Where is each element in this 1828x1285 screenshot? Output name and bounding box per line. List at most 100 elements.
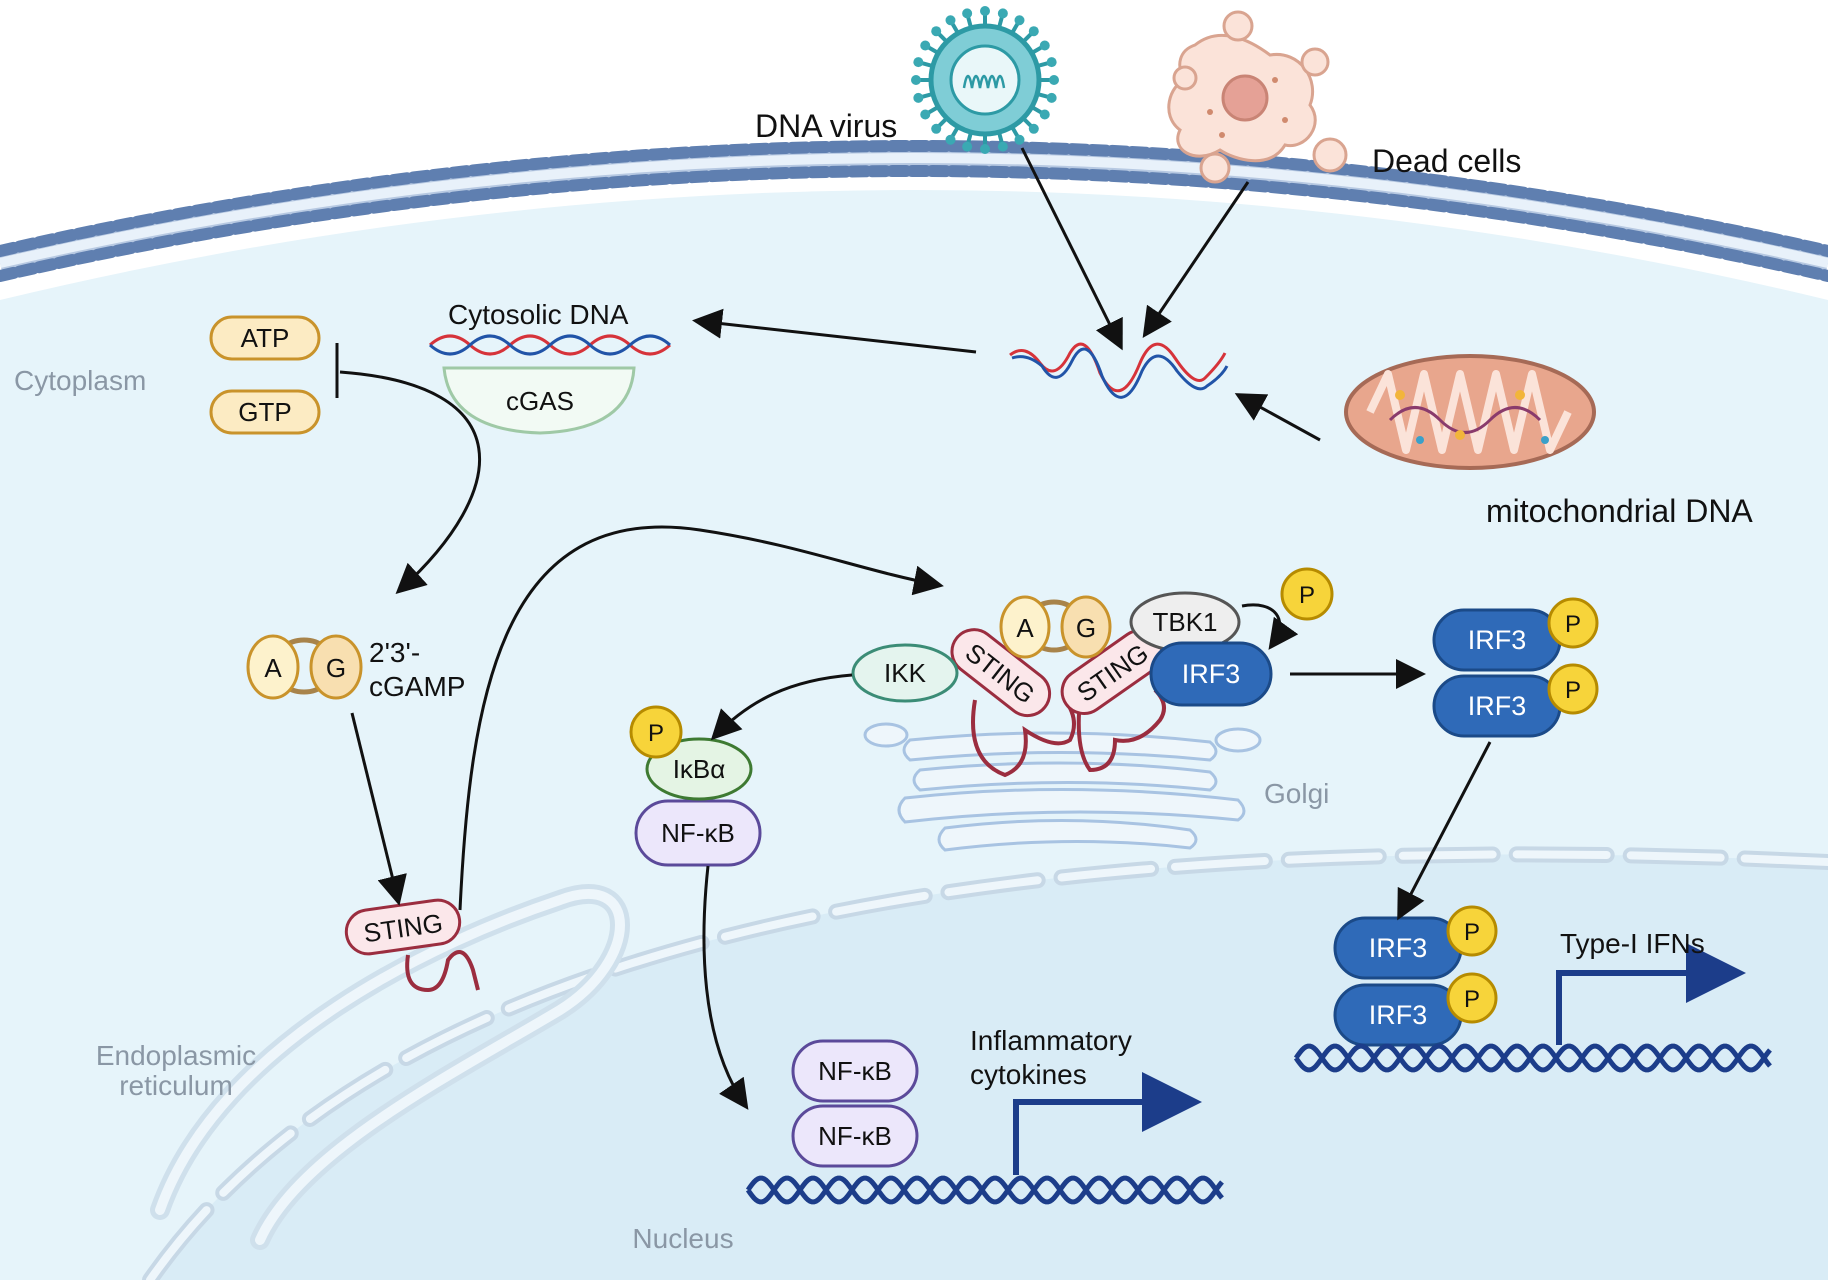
irf3-nuc-bottom-label: IRF3 bbox=[1369, 1000, 1428, 1030]
virus-spike-tip bbox=[1028, 123, 1039, 134]
tbk1-label: TBK1 bbox=[1152, 607, 1217, 637]
virus-spike-tip bbox=[980, 144, 990, 154]
virus-spike-tip bbox=[1014, 134, 1025, 145]
phosphate-tbk1: P bbox=[1280, 567, 1334, 621]
virus-to-dna-arrow bbox=[1020, 147, 1123, 351]
deadcells-to-dna-arrow bbox=[1142, 181, 1250, 338]
virus-spike-tip bbox=[920, 109, 931, 120]
gtp-label: GTP bbox=[238, 397, 291, 427]
cgas-label: cGAS bbox=[506, 386, 574, 416]
nfkb-dimer-nucleus: NF-κB NF-κB bbox=[791, 1039, 919, 1168]
virus-spike-tip bbox=[911, 75, 921, 85]
virus-spike-tip bbox=[1046, 57, 1057, 68]
gtp-molecule: GTP bbox=[209, 389, 321, 435]
sting-to-golgi-arrow bbox=[458, 525, 944, 911]
virus-spike-tip bbox=[945, 134, 956, 145]
inflammatory-transcription-arrow bbox=[1013, 1072, 1202, 1175]
atp-molecule: ATP bbox=[209, 315, 321, 361]
cgamp-to-sting-arrow bbox=[350, 712, 407, 906]
cgas-to-cgamp-arrow bbox=[339, 370, 481, 595]
ikba-p-label: P bbox=[648, 720, 664, 747]
irf3-protein-golgi: IRF3 bbox=[1149, 641, 1273, 707]
cytoplasm-label: Cytoplasm bbox=[14, 365, 146, 396]
dna-to-cgas-arrow bbox=[692, 308, 977, 354]
atp-label: ATP bbox=[241, 323, 290, 353]
ikk-to-ikba-arrow bbox=[710, 673, 853, 741]
irf3-nuc-top-p-label: P bbox=[1464, 919, 1480, 946]
cytosolic-dna-fragment bbox=[1009, 342, 1229, 399]
virus-spike-tip bbox=[1039, 109, 1050, 120]
nfkb-nuc-top-label: NF-κB bbox=[818, 1056, 892, 1086]
mitochondrial-dna-label: mitochondrial DNA bbox=[1486, 493, 1753, 529]
ikba-label: IκBα bbox=[673, 754, 726, 784]
cgamp-label-line2: cGAMP bbox=[369, 671, 465, 702]
golgi-cgamp-a-label: A bbox=[1016, 613, 1034, 643]
virus-spike-tip bbox=[931, 26, 942, 37]
irf3-nuc-top-label: IRF3 bbox=[1369, 933, 1428, 963]
dead-cell-icon bbox=[1167, 10, 1348, 184]
cgamp-molecule: A G bbox=[246, 634, 363, 700]
inflammatory-label-line2: cytokines bbox=[970, 1059, 1087, 1090]
virus-spike-tip bbox=[1014, 15, 1025, 26]
dna-virus-label: DNA virus bbox=[755, 108, 897, 144]
golgi-cgamp-g-label: G bbox=[1076, 613, 1096, 643]
virus-spike-tip bbox=[962, 8, 973, 19]
virus-spike-tip bbox=[1046, 92, 1057, 103]
virus-spike-tip bbox=[931, 123, 942, 134]
irf3-cyto-top-p-label: P bbox=[1565, 611, 1581, 638]
virus-spike-tip bbox=[997, 8, 1008, 19]
cgamp-a-label: A bbox=[264, 653, 282, 683]
virus-spike-tip bbox=[1039, 40, 1050, 51]
golgi-apparatus bbox=[863, 722, 1262, 852]
virus-spike-tip bbox=[962, 141, 973, 152]
inflammatory-label-line1: Inflammatory bbox=[970, 1025, 1132, 1056]
tbk1-phosphorylation-arrow bbox=[1241, 603, 1299, 650]
mitochondrion-icon bbox=[1344, 354, 1596, 470]
phosphate-tbk1-label: P bbox=[1299, 582, 1315, 609]
ikba-nfkb-complex: NF-κB IκBα P bbox=[629, 705, 762, 867]
virus-spike-tip bbox=[913, 57, 924, 68]
nfkb-cyto-label: NF-κB bbox=[661, 818, 735, 848]
cell-membrane bbox=[0, 140, 1828, 282]
nfkb-target-dna bbox=[745, 1175, 1224, 1205]
ikk-label: IKK bbox=[884, 658, 927, 688]
virus-spike-tip bbox=[997, 141, 1008, 152]
cgamp-g-label: G bbox=[326, 653, 346, 683]
cgamp-label-line1: 2'3'- bbox=[369, 637, 420, 668]
tbk1-protein: TBK1 bbox=[1129, 591, 1241, 653]
dead-cells-label: Dead cells bbox=[1372, 143, 1521, 179]
golgi-label: Golgi bbox=[1264, 778, 1329, 809]
irf3-target-dna bbox=[1293, 1043, 1772, 1073]
irf3-dimer-nucleus: IRF3 IRF3 P P bbox=[1333, 905, 1498, 1047]
dimer-to-nucleus-arrow bbox=[1397, 741, 1492, 921]
cytosolic-dna-label: Cytosolic DNA bbox=[448, 299, 629, 330]
virus-spike-tip bbox=[920, 40, 931, 51]
irf3-golgi-label: IRF3 bbox=[1182, 659, 1241, 689]
dna-virus-icon bbox=[911, 6, 1059, 154]
virus-spike-tip bbox=[945, 15, 956, 26]
virus-spike-tip bbox=[1028, 26, 1039, 37]
cytosolic-dna-helix bbox=[428, 334, 672, 356]
nucleus-label: Nucleus bbox=[632, 1223, 733, 1254]
virus-spike-tip bbox=[1049, 75, 1059, 85]
pathway-arrows bbox=[335, 147, 1492, 1110]
nfkb-to-nucleus-arrow bbox=[702, 865, 749, 1110]
virus-spike-tip bbox=[913, 92, 924, 103]
ifn-transcription-arrow bbox=[1556, 943, 1746, 1045]
type1-ifn-label: Type-I IFNs bbox=[1560, 928, 1705, 959]
irf3-cyto-bottom-label: IRF3 bbox=[1468, 691, 1527, 721]
golgi-cgamp: A G bbox=[999, 595, 1112, 659]
mito-to-dna-arrow bbox=[1234, 393, 1321, 442]
endoplasmic-reticulum bbox=[150, 884, 630, 1250]
nfkb-nuc-bottom-label: NF-κB bbox=[818, 1121, 892, 1151]
er-label-line2: reticulum bbox=[119, 1070, 233, 1101]
virus-spike-tip bbox=[980, 6, 990, 16]
irf3-dimer-cytoplasm: IRF3 IRF3 P P bbox=[1432, 597, 1599, 738]
er-label-line1: Endoplasmic bbox=[96, 1040, 256, 1071]
irf3-nuc-bottom-p-label: P bbox=[1464, 986, 1480, 1013]
irf3-cyto-top-label: IRF3 bbox=[1468, 625, 1527, 655]
irf3-cyto-bottom-p-label: P bbox=[1565, 677, 1581, 704]
cgas-enzyme: cGAS bbox=[442, 366, 636, 435]
